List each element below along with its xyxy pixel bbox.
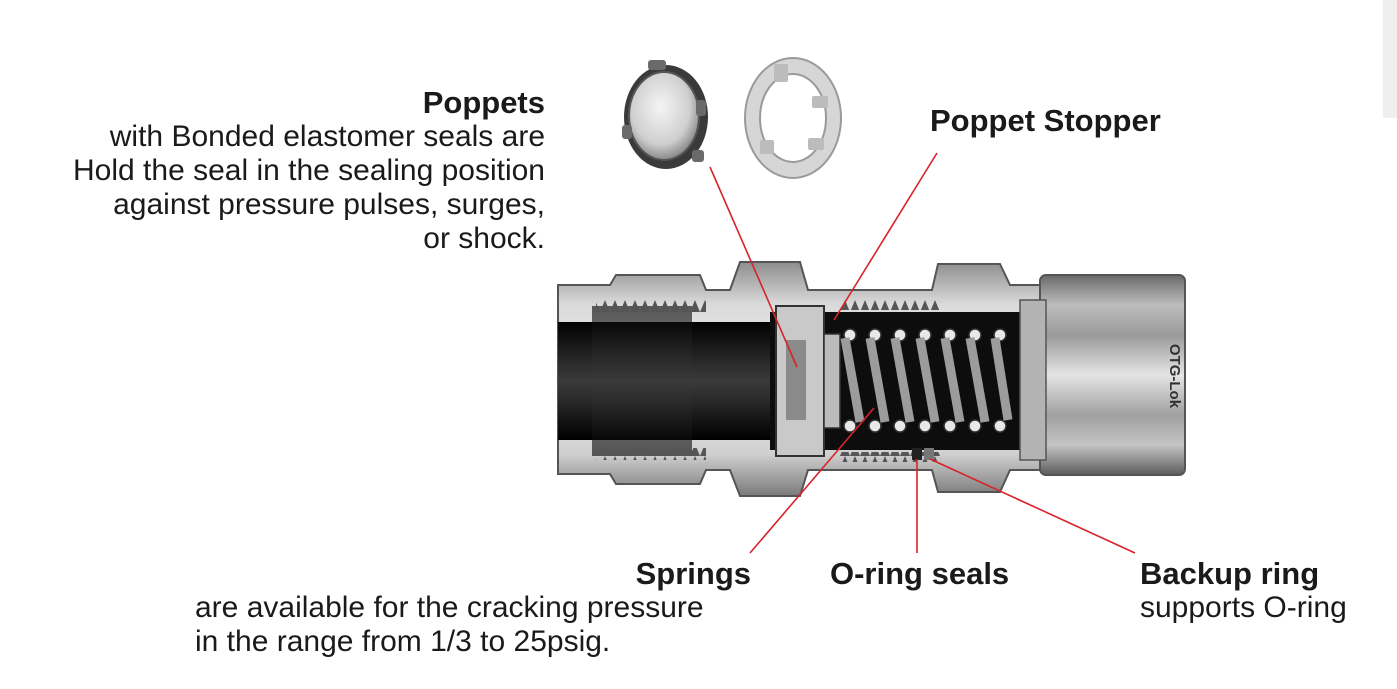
springs-desc-line-2: in the range from 1/3 to 25psig. (195, 625, 611, 658)
backup-ring-title: Backup ring (1140, 556, 1320, 591)
poppet-stopper-title: Poppet Stopper (930, 103, 1161, 138)
o-ring-seals-title: O-ring seals (830, 556, 1010, 591)
poppet-exploded-image (622, 60, 708, 169)
poppet-stopper-callout: Poppet Stopper (930, 104, 1161, 138)
leader-line-poppets (709, 166, 798, 368)
poppets-desc-line-2: Hold the seal in the sealing position (73, 154, 545, 187)
poppet-stopper-exploded-image (744, 57, 842, 179)
springs-title: Springs (635, 556, 751, 591)
backup-ring-callout: Backup ring supports O-ring (1140, 557, 1347, 625)
nut-marking: OTG-Lok (1166, 344, 1183, 409)
leader-line-springs (749, 407, 875, 554)
leader-line-poppet-stopper (833, 152, 938, 321)
scrollbar[interactable] (1383, 0, 1397, 118)
o-ring-seals-callout: O-ring seals (830, 557, 1009, 591)
poppets-title: Poppets (422, 85, 545, 120)
springs-callout: Springs are available for the cracking p… (195, 557, 751, 659)
backup-ring-desc-line-1: supports O-ring (1140, 591, 1347, 624)
poppets-desc-line-4: or shock. (423, 222, 545, 255)
valve-body-cutaway (557, 261, 1186, 497)
springs-desc-line-1: are available for the cracking pressure (195, 591, 704, 624)
leader-line-backup-ring (929, 458, 1136, 554)
poppets-callout: Poppets with Bonded elastomer seals are … (20, 86, 545, 256)
poppets-desc-line-1: with Bonded elastomer seals are (109, 120, 545, 153)
poppets-desc-line-3: against pressure pulses, surges, (113, 188, 545, 221)
